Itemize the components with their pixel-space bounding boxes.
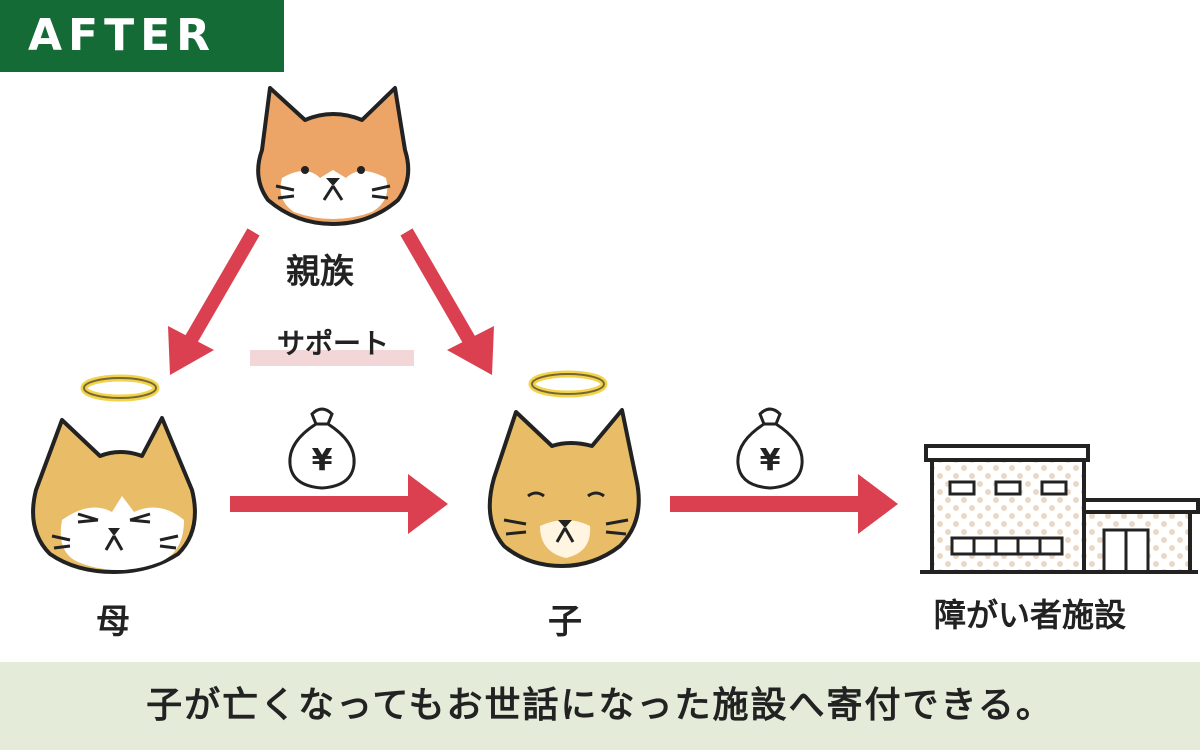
child-cat-icon [487,408,641,568]
footer-caption: 子が亡くなってもお世話になった施設へ寄付できる。 [146,685,1054,726]
after-badge: AFTER [0,0,284,72]
child-label: 子 [548,602,582,642]
money-bag-icon [736,407,804,490]
facility-building-icon [920,444,1200,574]
relatives-cat-icon [256,86,411,226]
money-bag-icon [288,407,356,490]
mother-cat-icon [31,416,197,574]
support-label: サポート [276,327,389,360]
halo-icon [83,377,157,399]
support-highlight [250,350,414,366]
halo-icon [531,373,605,395]
arrow-relatives-to-mother [168,228,260,375]
money-symbol: ¥ [312,443,333,478]
arrow-child-to-facility [670,474,898,534]
mother-label: 母 [96,602,130,642]
arrow-mother-to-child [230,474,448,534]
money-symbol: ¥ [760,443,781,478]
facility-label: 障がい者施設 [934,596,1127,634]
footer-band [0,662,1200,750]
relatives-label: 親族 [286,252,354,292]
arrow-relatives-to-child [400,228,494,375]
